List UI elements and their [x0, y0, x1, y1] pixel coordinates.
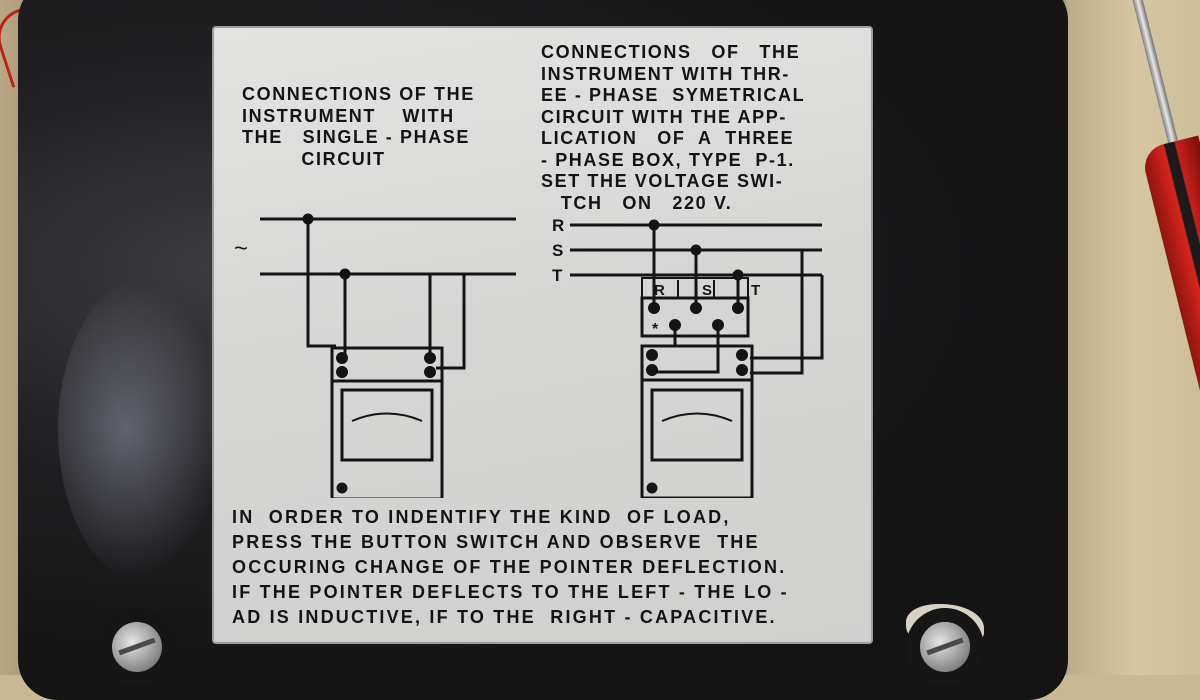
phase-label-s: S [552, 241, 563, 260]
instruction-plate: CONNECTIONS OF THE INSTRUMENT WITH THE S… [212, 26, 873, 644]
phase-label-t: T [552, 266, 563, 285]
screw-left [112, 622, 162, 672]
box-label-t: T [751, 282, 760, 299]
phase-label-r: R [552, 216, 564, 235]
load-identification-instructions: IN ORDER TO INDENTIFY THE KIND OF LOAD, … [232, 507, 789, 627]
wiring-diagram: ~ R S T [234, 213, 824, 498]
single-phase-diagram: ~ [234, 213, 516, 498]
three-phase-box-p1 [640, 296, 750, 338]
three-phase-meter-body [640, 378, 754, 498]
single-phase-heading: CONNECTIONS OF THE INSTRUMENT WITH THE S… [242, 84, 475, 169]
box-label-r: R [654, 282, 665, 299]
box-label-s: S [702, 282, 712, 299]
three-phase-heading: CONNECTIONS OF THE INSTRUMENT WITH THR- … [541, 42, 806, 213]
screw-right [920, 622, 970, 672]
single-phase-meter-body [330, 379, 444, 498]
housing-glare [58, 280, 228, 580]
single-phase-symbol: ~ [234, 235, 248, 262]
star-mark: * [652, 321, 659, 338]
three-phase-diagram: R S T R S T * [552, 216, 824, 498]
